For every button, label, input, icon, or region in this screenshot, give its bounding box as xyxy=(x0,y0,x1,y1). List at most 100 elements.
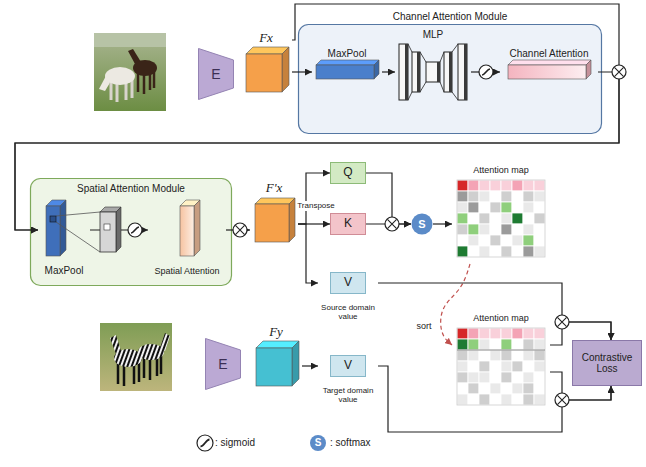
text-slot: sort xyxy=(384,319,464,333)
node-label: MLP xyxy=(423,29,444,41)
text-slot: Transpose xyxy=(276,199,356,213)
node-label: Attention map xyxy=(473,313,529,323)
node-label: E xyxy=(218,356,227,372)
value-box: V Target domain value xyxy=(318,355,378,413)
horse-photo xyxy=(94,33,166,111)
text-slot: Spatial Attention xyxy=(148,264,226,278)
multiply-symbol xyxy=(555,393,569,407)
node-caption: Target domain value xyxy=(318,386,378,404)
edge-label: sort xyxy=(415,321,432,331)
text-slot: Source domain value xyxy=(318,296,378,328)
text-slot: Channel Attention xyxy=(500,48,598,60)
text-slot: : softmax xyxy=(330,436,371,450)
sigmoid-symbol xyxy=(479,65,493,79)
node-label: Attention map xyxy=(473,165,529,175)
maxpool-bar: MaxPool xyxy=(312,48,382,84)
text-slot: V xyxy=(330,355,366,377)
text-slot: Spatial Attention Module xyxy=(30,182,232,195)
connector xyxy=(433,223,452,224)
connector xyxy=(298,173,330,224)
text-slot: Contrastive Loss xyxy=(572,340,642,386)
node-label: K xyxy=(344,217,352,231)
feature-cube: F'x xyxy=(250,178,298,250)
multiply-symbol xyxy=(555,315,569,329)
connector xyxy=(378,283,611,340)
text-slot: Fy xyxy=(250,324,302,340)
node-label: Fx xyxy=(259,31,273,46)
node-label: V xyxy=(344,276,352,290)
key-box: K xyxy=(330,213,366,235)
legend-symbol-label: S xyxy=(315,437,322,449)
attention-map-outline xyxy=(452,312,550,412)
maxpool-slab: MaxPool xyxy=(38,200,90,280)
mlp-block-outline xyxy=(395,28,471,108)
text-slot: K xyxy=(330,213,366,235)
text-slot: Q xyxy=(330,162,366,184)
node-label: Q xyxy=(343,166,352,180)
connector xyxy=(382,71,395,72)
feature-cube: Fy xyxy=(250,322,302,390)
connector xyxy=(441,264,470,345)
loss-box: Contrastive Loss xyxy=(572,340,642,386)
node-label: V xyxy=(344,359,352,373)
node-label: MaxPool xyxy=(45,265,84,277)
text-slot: Target domain value xyxy=(318,379,378,411)
node-label: MaxPool xyxy=(328,48,367,60)
multiply-symbol xyxy=(612,65,626,79)
legend-text: : sigmoid xyxy=(215,437,255,449)
module-panel: MaxPool MLP Channel Attention Channel Atten… xyxy=(298,10,602,134)
text-slot: Channel Attention Module xyxy=(298,10,602,23)
legend-sigmoid-symbol xyxy=(197,435,213,451)
text-slot: E xyxy=(205,338,241,390)
legend-text: : softmax xyxy=(330,437,371,449)
module-panel: MaxPool Spatial Attention Spatial Attentio… xyxy=(30,178,232,286)
node-label: Channel Attention xyxy=(510,48,589,60)
connector xyxy=(298,224,318,283)
node-label: S xyxy=(418,218,425,231)
node-label: F'x xyxy=(266,181,283,196)
attention-map: Attention map xyxy=(452,164,550,264)
connector xyxy=(292,71,312,72)
softmax-circle: S xyxy=(411,213,433,235)
attention-map: Attention map xyxy=(452,312,550,412)
node-label: Fy xyxy=(269,325,283,340)
text-slot: E xyxy=(198,48,234,100)
node-caption: Source domain value xyxy=(318,303,378,321)
text-slot: Attention map xyxy=(452,164,550,177)
multiply-symbol xyxy=(233,223,247,237)
sigmoid-symbol xyxy=(128,223,142,237)
legend-softmax-symbol xyxy=(310,435,326,451)
module-panel-outline xyxy=(298,10,602,134)
text-slot: Fx xyxy=(240,30,292,46)
node-label: Contrastive Loss xyxy=(572,352,642,375)
node-label: E xyxy=(211,66,220,82)
encoder-trapezoid: E xyxy=(205,338,241,390)
node-label: Channel Attention Module xyxy=(393,11,508,23)
value-box: V Source domain value xyxy=(318,272,378,330)
text-slot: MLP xyxy=(395,28,471,41)
encoder-trapezoid: E xyxy=(198,48,234,100)
zebra-photo xyxy=(100,323,172,391)
node-label: Spatial Attention xyxy=(154,266,219,276)
query-box: Q xyxy=(330,162,366,184)
mlp-block: MLP xyxy=(395,28,471,108)
text-slot: S xyxy=(310,435,326,451)
edge-label: Transpose xyxy=(296,201,336,210)
text-slot: MaxPool xyxy=(38,264,90,278)
text-slot: F'x xyxy=(250,180,298,196)
attention-bar: Channel Attention xyxy=(500,48,598,84)
text-slot: : sigmoid xyxy=(215,436,255,450)
connector xyxy=(366,173,411,224)
multiply-symbol xyxy=(385,217,399,231)
text-slot: V xyxy=(330,272,366,294)
text-slot: MaxPool xyxy=(312,48,382,60)
connector xyxy=(302,365,318,366)
feature-cube: Fx xyxy=(240,28,292,96)
text-slot: Attention map xyxy=(452,312,550,325)
node-label: Spatial Attention Module xyxy=(77,183,185,195)
attention-map-outline xyxy=(452,164,550,264)
text-slot: S xyxy=(411,213,433,235)
